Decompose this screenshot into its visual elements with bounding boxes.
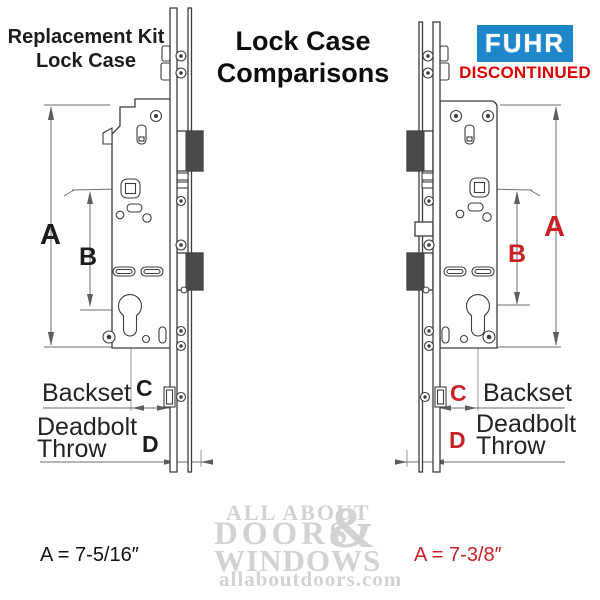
left-dimension-label-b: B	[79, 243, 98, 271]
measurement-line: A = 7-3/8″	[414, 544, 502, 566]
right-dimension-label-b: B	[508, 240, 527, 268]
left-dimension-label-a: A	[40, 219, 61, 251]
replacement-measurement-list: A = 7-5/16″ B = 3-5/8″ (92mm) C = 1-3/8″…	[40, 488, 204, 600]
replacement-kit-title-line2: Lock Case	[35, 50, 137, 72]
right-deadbolt-line2: Throw	[476, 432, 546, 460]
left-dimension-label-c: C	[136, 375, 153, 401]
left-deadbolt-throw-label: Deadbolt Throw	[37, 413, 138, 463]
fuhr-logo: FUHR	[477, 25, 573, 62]
watermark-url: allaboutdoors.com	[219, 567, 403, 591]
right-dimension-label-a: A	[544, 211, 565, 243]
left-lock-drawing	[102, 7, 204, 473]
left-dimension-label-d: D	[142, 431, 159, 457]
page-title-line1: Lock Case	[235, 26, 371, 56]
watermark-ampersand: &	[327, 495, 376, 560]
replacement-kit-title-line1: Replacement Kit	[7, 26, 165, 48]
watermark-line2: DOORS	[214, 516, 352, 552]
replacement-kit-title: Replacement Kit Lock Case	[4, 25, 168, 73]
right-dimension-label-d: D	[449, 427, 466, 453]
right-backset-label: Backset	[483, 379, 572, 407]
discontinued-badge: DISCONTINUED	[459, 63, 591, 82]
left-backset-label: Backset	[42, 379, 131, 407]
left-deadbolt-line2: Throw	[37, 435, 107, 463]
watermark-line3: WINDOWS	[214, 543, 382, 578]
right-deadbolt-line1: Deadbolt	[476, 410, 577, 438]
watermark-line1: ALL ABOUT	[226, 500, 371, 525]
measurement-line: A = 7-5/16″	[40, 544, 139, 566]
fuhr-logo-text: FUHR	[484, 28, 566, 58]
right-dimension-label-c: C	[450, 380, 467, 406]
fuhr-measurement-list: A = 7-3/8″ B = 3-5/8″ (92mm) C = 1-3/8″ …	[414, 488, 578, 600]
right-lock-drawing	[406, 21, 498, 473]
left-deadbolt-line1: Deadbolt	[37, 413, 138, 441]
page-title: Lock Case Comparisons	[203, 25, 403, 89]
right-deadbolt-throw-label: Deadbolt Throw	[476, 410, 577, 460]
page-title-line2: Comparisons	[216, 58, 390, 88]
